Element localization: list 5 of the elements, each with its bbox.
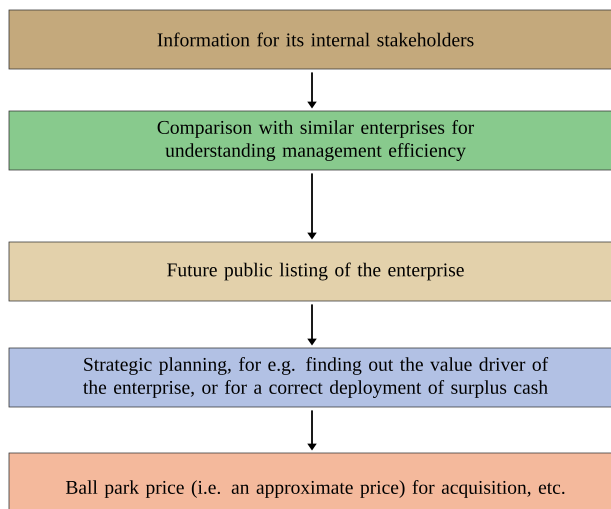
process-box: Strategic planning, for e.g. finding out the value driver of the enterprise, or for a correct deployment of surplus cash xyxy=(8,348,611,408)
process-box: Future public listing of the enterprise xyxy=(8,242,611,302)
process-box: Comparison with similar enterprises for understanding management efficiency xyxy=(8,110,611,170)
process-box: Information for its internal stakeholders xyxy=(8,10,611,70)
process-box: Ball park price (i.e. an approximate price) for acquisition, etc. xyxy=(8,452,611,509)
